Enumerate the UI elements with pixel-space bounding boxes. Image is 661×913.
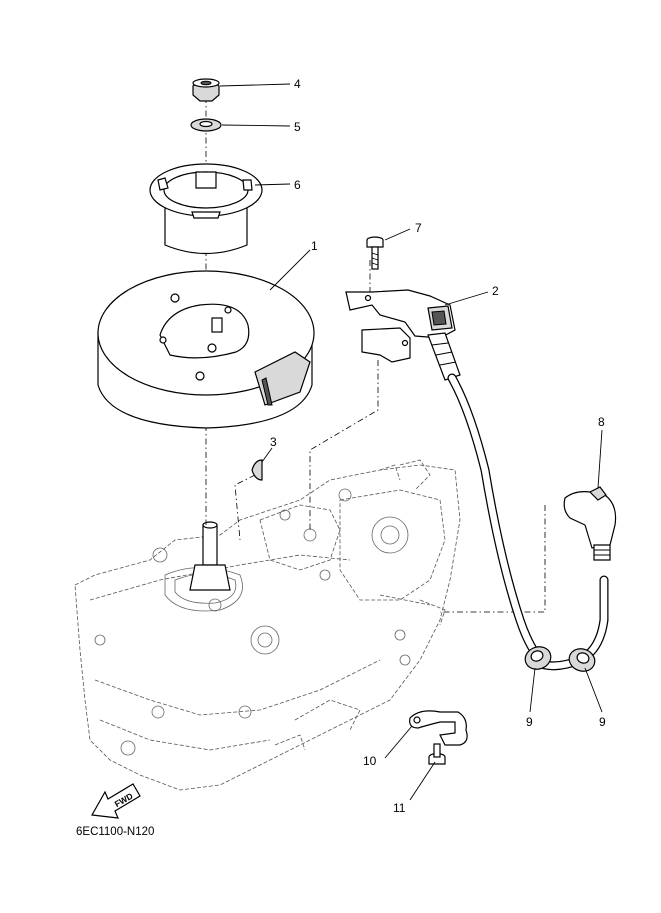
cable-clamp-right (568, 648, 596, 672)
spark-plug-cap (563, 486, 617, 561)
callout-leaders (219, 83, 603, 801)
callout-4: 4 (294, 77, 301, 91)
crankshaft-end (189, 521, 231, 591)
washer (190, 118, 222, 132)
ignition-coil (345, 289, 461, 381)
callout-9-right: 9 (599, 715, 606, 729)
callout-10: 10 (363, 754, 377, 768)
drawing-code: 6EC1100-N120 (76, 826, 154, 838)
starter-pulley (149, 163, 263, 255)
callout-6: 6 (294, 178, 301, 192)
callout-7: 7 (415, 221, 422, 235)
bolt (366, 236, 384, 270)
lead-clamp (409, 710, 468, 746)
callout-5: 5 (294, 120, 301, 134)
forward-arrow: FWD (91, 783, 141, 819)
callout-11: 11 (393, 801, 406, 815)
woodruff-key (251, 459, 263, 481)
flywheel-magneto (97, 270, 315, 429)
callout-8: 8 (598, 415, 605, 429)
callout-9-left: 9 (526, 715, 533, 729)
flywheel-nut (192, 78, 220, 102)
screw (428, 743, 446, 765)
callout-1: 1 (311, 239, 318, 253)
callout-3: 3 (270, 435, 277, 449)
cable-clamp-left (524, 646, 552, 670)
engine-block (74, 459, 461, 791)
callout-2: 2 (492, 284, 499, 298)
